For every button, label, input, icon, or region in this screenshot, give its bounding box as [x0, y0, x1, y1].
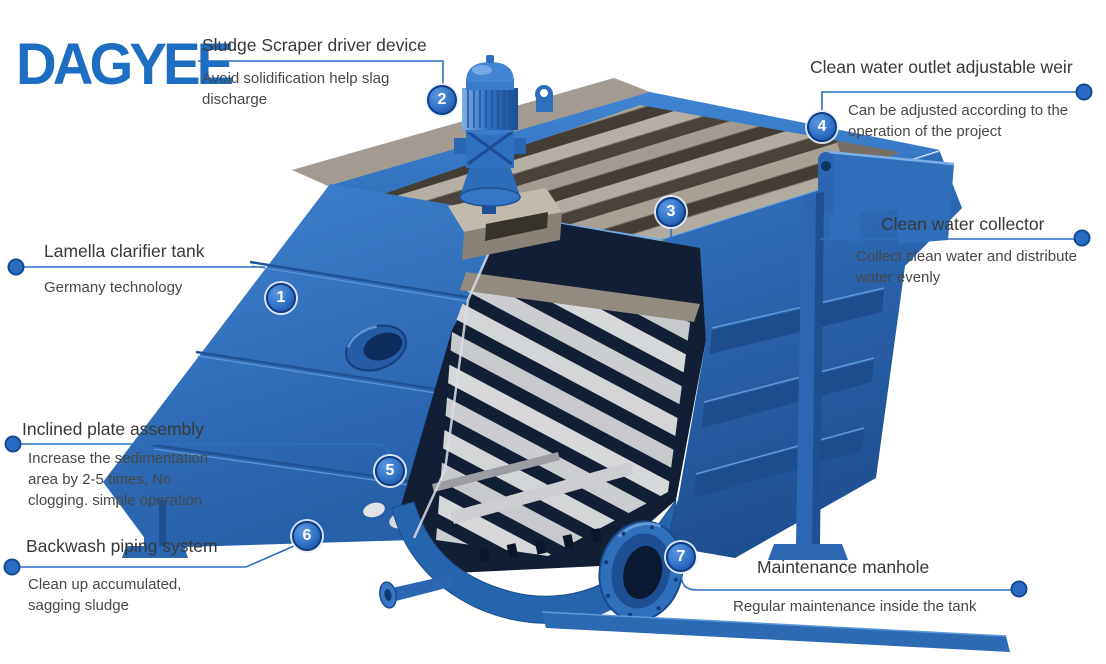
manhole-icon: [598, 520, 684, 622]
weir-outlet-box: [818, 150, 955, 244]
callout-badge-3: 3: [656, 197, 686, 227]
callout-title-clean-water-collector: Clean water collector: [881, 214, 1045, 234]
callout-badge-2: 2: [427, 85, 457, 115]
callout-badge-6: 6: [292, 521, 322, 551]
callout-title-sludge-scraper: Sludge Scraper driver device: [202, 35, 427, 55]
callout-desc-lamella-clarifier-tank: Germany technology: [44, 279, 183, 296]
callout-desc-sludge-scraper: Avoid solidification help slag discharge: [202, 70, 390, 108]
callout-badge-5: 5: [375, 456, 405, 486]
callout-desc-inclined-plate-assembly: Increase the sedimentation area by 2-5 t…: [28, 450, 209, 509]
callout-title-adjustable-weir: Clean water outlet adjustable weir: [810, 57, 1073, 77]
inlet-pipe-icon: [344, 324, 408, 372]
drive-motor: [448, 55, 562, 260]
callout-desc-maintenance-manhole: Regular maintenance inside the tank: [733, 598, 977, 615]
drain-pipe-icon: [379, 574, 454, 609]
callout-badge-7: 7: [666, 542, 696, 572]
lifting-lug-icon: [535, 85, 553, 112]
support-legs: [122, 192, 848, 560]
callout-desc-backwash-piping: Clean up accumulated, sagging sludge: [28, 576, 182, 614]
callout-desc-clean-water-collector: Collect clean water and distribute water…: [856, 248, 1077, 286]
callout-title-lamella-clarifier-tank: Lamella clarifier tank: [44, 241, 205, 261]
callout-badge-4: 4: [807, 112, 837, 142]
brand-logo: DAGYEE: [16, 32, 234, 97]
callout-desc-adjustable-weir: Can be adjusted according to the operati…: [848, 102, 1069, 140]
callout-title-maintenance-manhole: Maintenance manhole: [757, 557, 930, 577]
callout-title-inclined-plate-assembly: Inclined plate assembly: [22, 419, 204, 439]
cutaway-edge: [412, 215, 507, 539]
callout-badge-1: 1: [266, 283, 296, 313]
callout-title-backwash-piping: Backwash piping system: [26, 536, 218, 556]
base-rail: [541, 611, 1010, 652]
